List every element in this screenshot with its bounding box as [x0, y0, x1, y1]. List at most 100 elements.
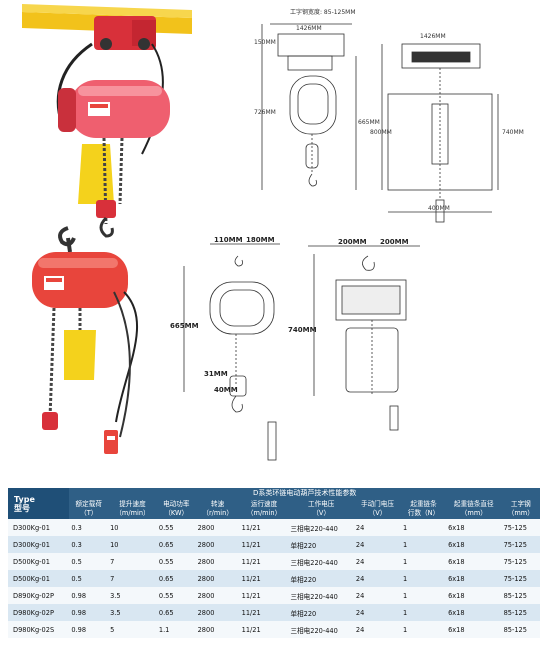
table-cell: 2800 — [195, 519, 240, 536]
table-cell: 11/21 — [239, 621, 289, 638]
table-cell: 10 — [108, 519, 157, 536]
dim-bottom-1: 180MM — [246, 236, 275, 244]
table-cell: 2800 — [195, 553, 240, 570]
table-cell: 85-125 — [501, 604, 540, 621]
column-header: 转速（r/min） — [195, 499, 240, 519]
model-cell: D890Kg-02P — [8, 587, 70, 604]
model-cell: D980Kg-02P — [8, 604, 70, 621]
table-cell: 85-125 — [501, 587, 540, 604]
table-cell: 0.3 — [69, 519, 109, 536]
table-cell: 75-125 — [501, 519, 540, 536]
table-cell: 3.5 — [108, 604, 157, 621]
dim-top-6: 1426MM — [420, 33, 446, 40]
column-header: 手动门电压（V） — [353, 499, 402, 519]
table-header-row: 额定载荷（T）提升速度（m/min）电动功率（KW）转速（r/min）运行速度（… — [8, 499, 540, 519]
table-cell: 6x18 — [446, 604, 502, 621]
dim-bottom-7: 740MM — [288, 326, 317, 334]
table-cell: 11/21 — [239, 553, 289, 570]
hook-hoist-photo — [32, 226, 139, 454]
table-cell: 0.55 — [156, 519, 196, 536]
dim-top-1: 150MM — [254, 39, 276, 46]
table-cell: 单相220 — [288, 536, 354, 553]
dim-bottom-2: 665MM — [170, 322, 199, 330]
table-cell: 10 — [108, 536, 157, 553]
table-cell: 0.55 — [156, 553, 196, 570]
table-cell: 0.3 — [69, 536, 109, 553]
column-header: 电动功率（KW） — [156, 499, 196, 519]
table-cell: 24 — [353, 553, 402, 570]
table-cell: 6x18 — [446, 519, 502, 536]
table-cell: 6x18 — [446, 570, 502, 587]
column-header: 额定载荷（T） — [69, 499, 109, 519]
table-cell: 2800 — [195, 536, 240, 553]
model-cell: D980Kg-02S — [8, 621, 70, 638]
table-cell: 三相电220-440 — [288, 519, 354, 536]
table-cell: 75-125 — [501, 553, 540, 570]
table-cell: 7 — [108, 553, 157, 570]
table-cell: 11/21 — [239, 570, 289, 587]
table-cell: 三相电220-440 — [288, 621, 354, 638]
trolley-hoist-drawing: 工字钢宽度: 85-125MM 150MM 1426MM 726MM 665MM… — [254, 8, 524, 223]
table-cell: 5 — [108, 621, 157, 638]
dim-top-0: 1426MM — [296, 25, 322, 32]
table-cell: 11/21 — [239, 519, 289, 536]
table-cell: 11/21 — [239, 536, 289, 553]
type-header: Type 型号 — [8, 488, 70, 519]
table-cell: 2800 — [195, 587, 240, 604]
hook-hoist-drawing: 110MM 180MM 665MM 31MM 40MM 200MM 200MM … — [170, 236, 420, 461]
dim-bottom-3: 31MM — [204, 370, 228, 378]
column-header: 起重链条直径（mm） — [446, 499, 502, 519]
table-cell: 1 — [401, 536, 447, 553]
table-cell: 单相220 — [288, 570, 354, 587]
table-cell: 0.65 — [156, 604, 196, 621]
table-cell: 24 — [353, 604, 402, 621]
table-cell: 24 — [353, 587, 402, 604]
dim-top-7: 740MM — [502, 129, 524, 136]
table-cell: 单相220 — [288, 604, 354, 621]
dim-bottom-4: 40MM — [214, 386, 238, 394]
table-cell: 3.5 — [108, 587, 157, 604]
table-cell: 6x18 — [446, 553, 502, 570]
table-cell: 1 — [401, 587, 447, 604]
table-cell: 0.55 — [156, 587, 196, 604]
table-cell: 75-125 — [501, 570, 540, 587]
column-header: 工作电压（V） — [288, 499, 354, 519]
table-title: D系类环链电动葫芦技术性能参数 — [69, 488, 540, 499]
table-cell: 6x18 — [446, 621, 502, 638]
spec-table: Type 型号 D系类环链电动葫芦技术性能参数 额定载荷（T）提升速度（m/mi… — [8, 488, 540, 638]
dim-bottom-5: 200MM — [338, 238, 367, 246]
table-title-row: Type 型号 D系类环链电动葫芦技术性能参数 — [8, 488, 540, 519]
table-cell: 2800 — [195, 621, 240, 638]
model-cell: D500Kg-01 — [8, 570, 70, 587]
beam-width-caption: 工字钢宽度: 85-125MM — [290, 8, 356, 16]
table-cell: 1 — [401, 621, 447, 638]
dim-top-4: 400MM — [428, 205, 450, 212]
column-header: 起重链条行数（N） — [401, 499, 447, 519]
table-cell: 11/21 — [239, 604, 289, 621]
table-cell: 24 — [353, 536, 402, 553]
table-cell: 0.98 — [69, 604, 109, 621]
dim-bottom-0: 110MM — [214, 236, 243, 244]
table-cell: 24 — [353, 570, 402, 587]
table-cell: 0.65 — [156, 570, 196, 587]
column-header: 工字钢（mm） — [501, 499, 540, 519]
table-cell: 1 — [401, 519, 447, 536]
model-cell: D300Kg-01 — [8, 536, 70, 553]
table-cell: 85-125 — [501, 621, 540, 638]
table-cell: 0.98 — [69, 621, 109, 638]
table-cell: 2800 — [195, 570, 240, 587]
table-cell: 1 — [401, 553, 447, 570]
table-cell: 三相电220-440 — [288, 587, 354, 604]
table-cell: 1 — [401, 570, 447, 587]
table-cell: 75-125 — [501, 536, 540, 553]
type-label-cn: 型号 — [14, 503, 30, 513]
trolley-hoist-photo — [22, 4, 192, 238]
table-cell: 2800 — [195, 604, 240, 621]
